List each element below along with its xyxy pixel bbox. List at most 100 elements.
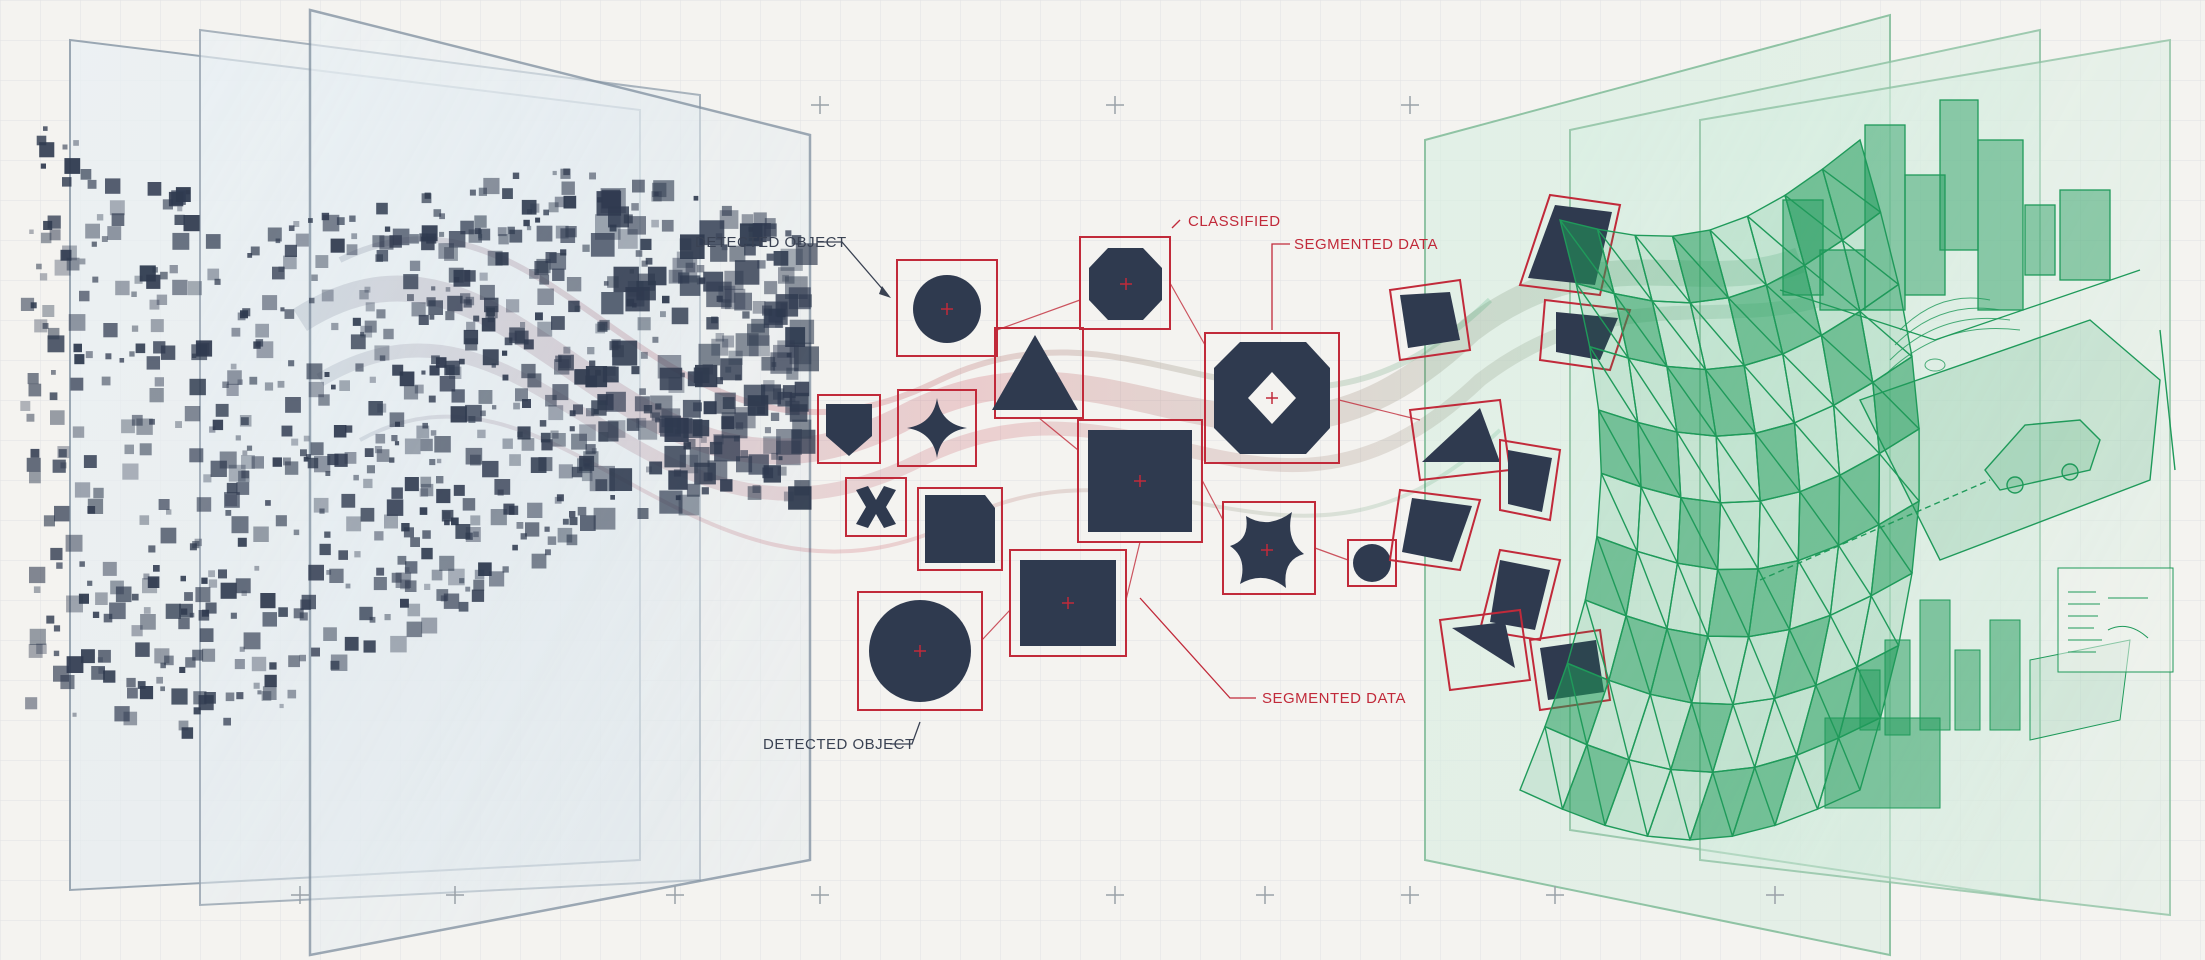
- pixel: [498, 490, 504, 496]
- pixel: [129, 351, 134, 356]
- pixel: [46, 616, 54, 624]
- pixel: [452, 389, 465, 402]
- pixel: [40, 273, 47, 280]
- pixel: [329, 569, 343, 583]
- pixel: [311, 442, 324, 455]
- pixel: [551, 431, 559, 439]
- pixel: [563, 347, 570, 354]
- pixel: [54, 506, 70, 522]
- pixel: [353, 318, 361, 326]
- pixel: [527, 226, 531, 230]
- pixel: [354, 551, 360, 557]
- pixel: [161, 346, 175, 360]
- pixel: [276, 239, 281, 244]
- pixel: [27, 414, 35, 422]
- pixel: [109, 603, 126, 620]
- pixel: [185, 406, 200, 421]
- pixel: [659, 491, 682, 514]
- pixel: [478, 234, 482, 238]
- pixel: [88, 180, 97, 189]
- pixel: [103, 562, 117, 576]
- pixel: [640, 239, 651, 250]
- pixel: [27, 458, 41, 472]
- pixel: [464, 270, 476, 282]
- pixel: [779, 456, 783, 460]
- pixel: [391, 435, 397, 441]
- pixel: [549, 202, 559, 212]
- pixel: [771, 413, 779, 421]
- pixel: [538, 457, 552, 471]
- pixel: [263, 612, 278, 627]
- pixel: [166, 604, 181, 619]
- pixel: [375, 446, 382, 453]
- pixel: [715, 393, 736, 414]
- pixel: [545, 395, 557, 407]
- pixel: [753, 485, 761, 493]
- pixel: [522, 438, 535, 451]
- pixel: [444, 594, 459, 609]
- pixel: [122, 464, 138, 480]
- pixel: [660, 311, 666, 317]
- pixel: [181, 609, 187, 615]
- pixel: [405, 477, 419, 491]
- pixel: [252, 657, 266, 671]
- pixel: [166, 509, 171, 514]
- pixel: [567, 277, 581, 291]
- pixel: [368, 401, 383, 416]
- pixel: [641, 352, 648, 359]
- pixel: [451, 406, 467, 422]
- pixel: [701, 437, 707, 443]
- pixel: [522, 200, 537, 215]
- pixel: [353, 475, 359, 481]
- pixel: [475, 570, 485, 580]
- pixel: [470, 190, 476, 196]
- pixel: [376, 309, 385, 318]
- pixel: [34, 586, 41, 593]
- pixel: [591, 233, 615, 257]
- pixel: [221, 583, 237, 599]
- pixel: [59, 449, 67, 457]
- pixel: [455, 524, 470, 539]
- pixel: [56, 562, 62, 568]
- pixel: [502, 351, 507, 356]
- pixel: [73, 713, 77, 717]
- pixel: [247, 446, 252, 451]
- pixel: [515, 388, 528, 401]
- pixel: [265, 675, 277, 687]
- pixel: [87, 506, 95, 514]
- pixel: [391, 487, 403, 499]
- pixel: [105, 353, 111, 359]
- pixel: [195, 587, 210, 602]
- pixel: [460, 221, 474, 235]
- pixel: [323, 627, 337, 641]
- pixel: [446, 287, 451, 292]
- pixel: [61, 462, 67, 468]
- pixel: [495, 252, 508, 265]
- pixel: [84, 455, 97, 468]
- pixel: [182, 727, 194, 739]
- pixel: [175, 215, 185, 225]
- pixel: [63, 145, 68, 150]
- pixel: [285, 397, 301, 413]
- pixel: [498, 227, 507, 236]
- pixel: [508, 227, 515, 234]
- pixel: [376, 434, 386, 444]
- pixel: [126, 678, 135, 687]
- pixel: [555, 497, 562, 504]
- pixel: [132, 625, 143, 636]
- pixel: [695, 365, 717, 387]
- pixel: [472, 590, 484, 602]
- pixel: [735, 375, 741, 381]
- pixel: [410, 537, 420, 547]
- pixel: [120, 358, 125, 363]
- pixel: [154, 648, 169, 663]
- pixel: [419, 315, 429, 325]
- pixel: [376, 203, 388, 215]
- pixel: [523, 220, 529, 226]
- pixel: [503, 375, 509, 381]
- pixel: [631, 366, 639, 374]
- pixel: [102, 236, 108, 242]
- pixel: [110, 200, 125, 215]
- pixel: [464, 299, 472, 307]
- pixel: [722, 206, 732, 216]
